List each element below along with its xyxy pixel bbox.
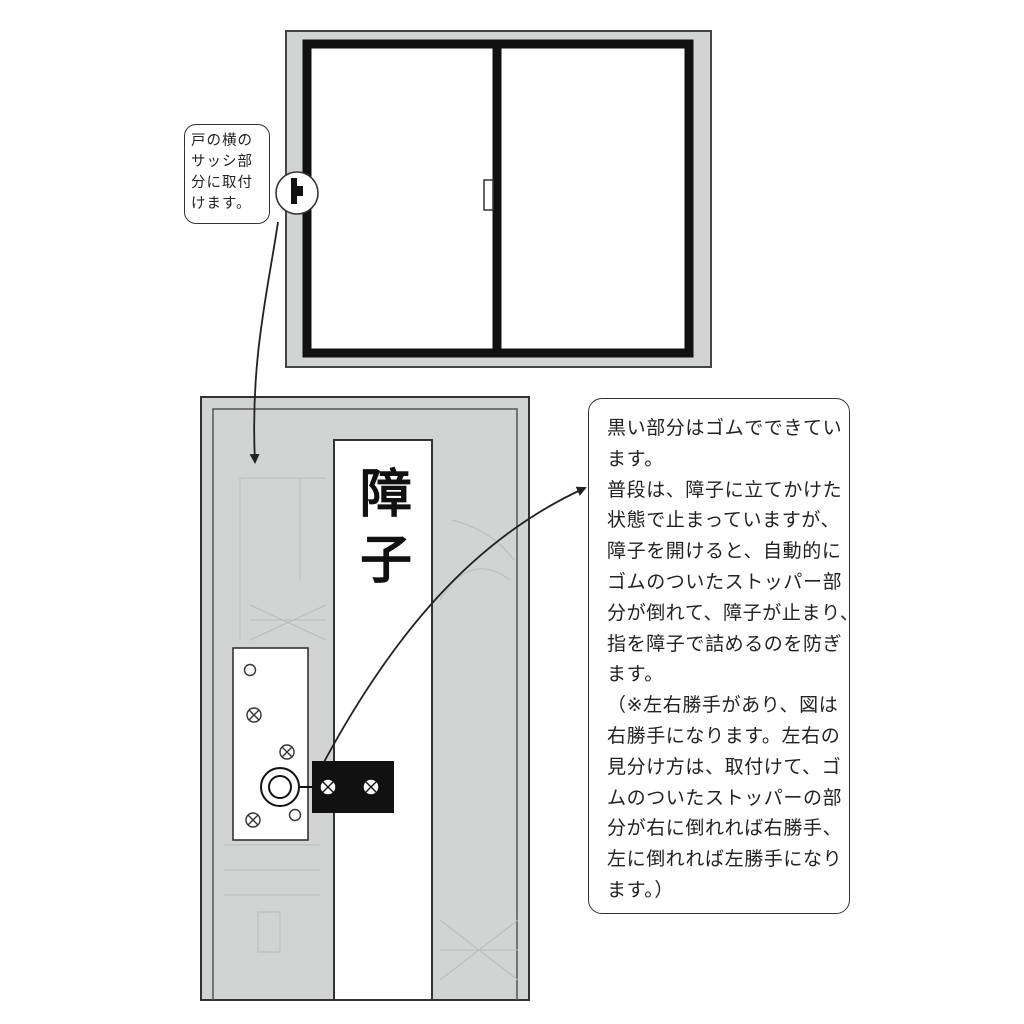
explanation-line: 黒い部分はゴムでできてい xyxy=(607,417,843,439)
explanation-line: ます。 xyxy=(607,663,664,686)
explanation-line: 分が倒れて、障子が止まり、 xyxy=(607,601,860,624)
install-location-callout: 戸の横の サッシ部 分に取付 けます。 xyxy=(184,124,270,224)
explanation-line: 指を障子で詰めるのを防ぎ xyxy=(607,632,843,655)
explanation-line: ます。 xyxy=(607,447,664,470)
window-handle xyxy=(483,179,494,211)
explanation-line: ムのついたストッパーの部 xyxy=(607,786,843,809)
explanation-line: 分が右に倒れれば右勝手、 xyxy=(607,817,843,840)
explanation-line: 障子を開けると、自動的に xyxy=(607,540,842,563)
screw-hole-open xyxy=(288,808,302,822)
explanation-line: （※左右勝手があり、図は xyxy=(607,694,839,717)
explanation-callout: 黒い部分はゴムでできてい ます。 普段は、障子に立てかけた 状態で止まっています… xyxy=(588,398,860,914)
screw-icon xyxy=(246,707,262,723)
explanation-line: ます。） xyxy=(607,878,675,901)
arrow-to-explanation xyxy=(323,486,587,763)
arrow-to-closeup xyxy=(249,221,279,464)
explanation-line: 普段は、障子に立てかけた xyxy=(607,478,843,501)
explanation-line: 左に倒れれば左勝手になり xyxy=(607,848,843,871)
explanation-line: 状態で止まっていますが、 xyxy=(607,509,841,532)
pivot-inner-ring xyxy=(268,775,292,799)
shoji-label-char: 子 xyxy=(359,531,412,591)
screw-icon xyxy=(362,778,380,796)
explanation-line: 見分け方は、取付けて、ゴ xyxy=(607,755,842,778)
shoji-label-char: 障 xyxy=(359,465,412,525)
callout-line: 分に取付 xyxy=(191,175,253,191)
explanation-line: ゴムのついたストッパー部 xyxy=(607,570,843,593)
shoji-panel xyxy=(333,439,433,1001)
screw-icon xyxy=(319,778,337,796)
faint-background-pattern xyxy=(224,477,519,981)
screw-hole-open xyxy=(243,663,257,677)
explanation-line: 右勝手になります。左右の xyxy=(607,724,841,747)
screw-icon xyxy=(279,744,295,760)
closeup-view xyxy=(200,396,530,1001)
callout-line: 戸の横の xyxy=(191,133,253,149)
install-location-stopper-icon xyxy=(291,178,303,204)
screw-icon xyxy=(245,812,261,828)
window-overview xyxy=(275,30,712,368)
mounting-plate xyxy=(232,647,309,841)
callout-line: サッシ部 xyxy=(191,154,253,170)
callout-line: けます。 xyxy=(191,196,252,212)
closeup-inner-line xyxy=(212,408,518,1000)
